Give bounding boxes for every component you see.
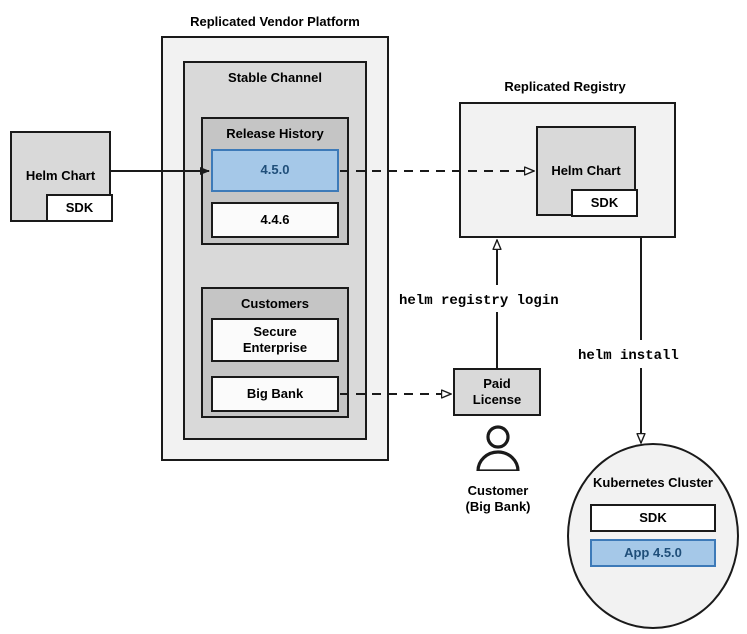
cluster-item-app[interactable]: App 4.5.0 (590, 539, 716, 567)
kubernetes-cluster-circle (567, 443, 739, 629)
vendor-platform-title: Replicated Vendor Platform (190, 14, 360, 29)
customer-big-bank[interactable]: Big Bank (211, 376, 339, 412)
stable-channel-title: Stable Channel (228, 70, 322, 85)
customer-actor-label: Customer (Big Bank) (465, 483, 531, 515)
command-helm-registry-login: helm registry login (399, 293, 559, 309)
registry-sdk-box[interactable]: SDK (571, 189, 638, 217)
source-helm-chart-sdk-box[interactable]: SDK (46, 194, 113, 222)
customer-secure-enterprise[interactable]: Secure Enterprise (211, 318, 339, 362)
customers-title: Customers (241, 296, 309, 311)
paid-license-box[interactable]: Paid License (453, 368, 541, 416)
release-item-4-5-0[interactable]: 4.5.0 (211, 149, 339, 192)
command-helm-install: helm install (578, 348, 679, 364)
kubernetes-cluster-title: Kubernetes Cluster (593, 475, 713, 490)
cluster-item-sdk[interactable]: SDK (590, 504, 716, 532)
release-history-title: Release History (226, 126, 324, 141)
person-icon (470, 425, 526, 473)
registry-title: Replicated Registry (504, 79, 626, 94)
release-item-4-4-6[interactable]: 4.4.6 (211, 202, 339, 238)
